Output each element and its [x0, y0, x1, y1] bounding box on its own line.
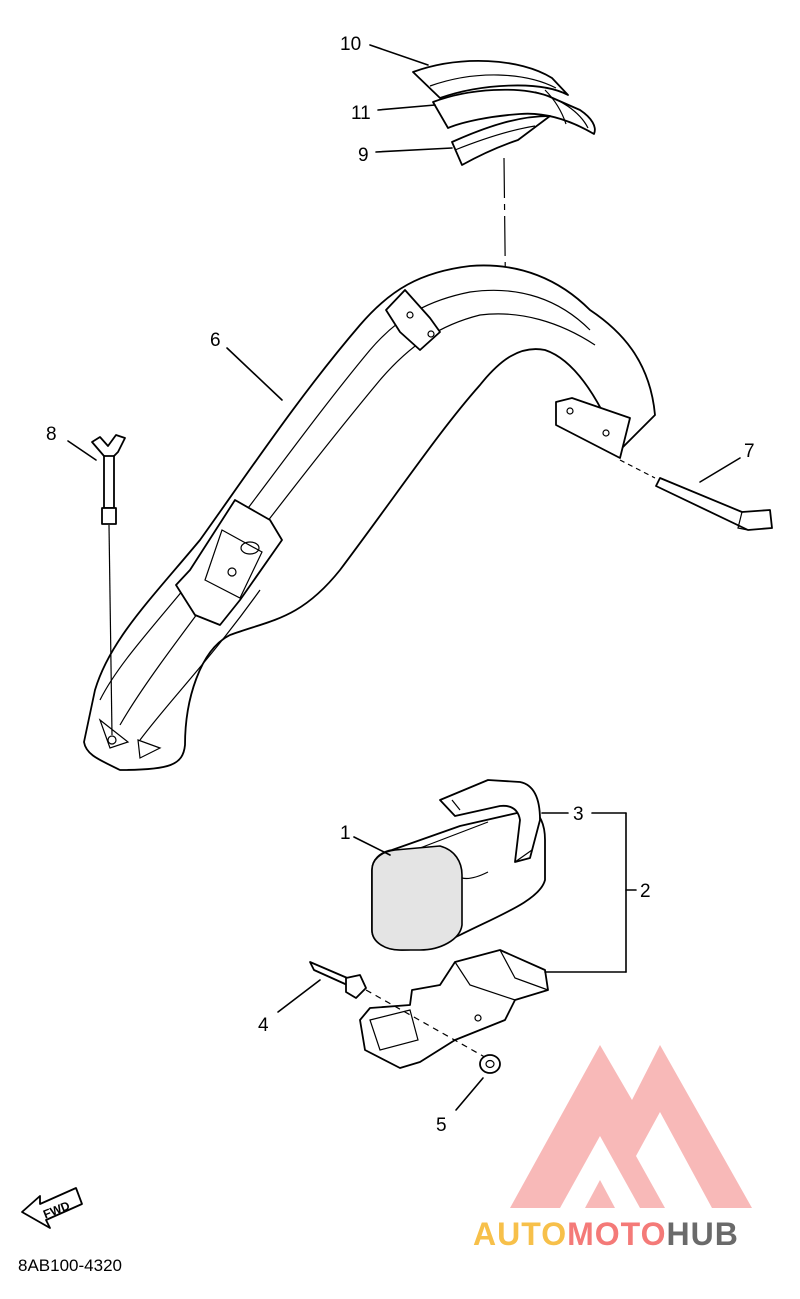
nut-5 [479, 1054, 501, 1074]
callout-5: 5 [436, 1115, 447, 1136]
rear-fender [83, 264, 656, 771]
callout-labels: 10 11 9 6 8 7 1 3 2 4 5 [46, 34, 755, 1136]
tool-bag [371, 779, 546, 951]
fwd-arrow-icon: FWD [21, 1187, 83, 1229]
callout-2: 2 [640, 881, 651, 902]
leader-lines [67, 44, 741, 1111]
callout-4: 4 [258, 1015, 269, 1036]
watermark-text: AUTOMOTOHUB [473, 1216, 739, 1253]
rod-7 [619, 459, 773, 531]
callout-6: 6 [210, 330, 221, 351]
seat-pad-9 [451, 115, 551, 166]
diagram-code: 8AB100-4320 [18, 1256, 122, 1275]
callout-8: 8 [46, 424, 57, 445]
callout-1: 1 [340, 823, 351, 844]
seat-pad-10 [412, 60, 569, 99]
wing-bolt-8 [91, 434, 126, 736]
callout-11: 11 [351, 103, 371, 124]
callout-3: 3 [573, 804, 584, 825]
watermark-hub: HUB [666, 1216, 739, 1252]
seat-pad-11 [432, 88, 596, 135]
bag-holder-bracket [359, 949, 549, 1069]
callout-10: 10 [340, 34, 361, 55]
screw-4 [309, 961, 491, 1061]
watermark-logo-icon [510, 1045, 752, 1208]
callout-7: 7 [744, 441, 755, 462]
watermark-moto: MOTO [567, 1216, 667, 1252]
watermark-auto: AUTO [473, 1216, 568, 1252]
callout-9: 9 [358, 145, 369, 166]
